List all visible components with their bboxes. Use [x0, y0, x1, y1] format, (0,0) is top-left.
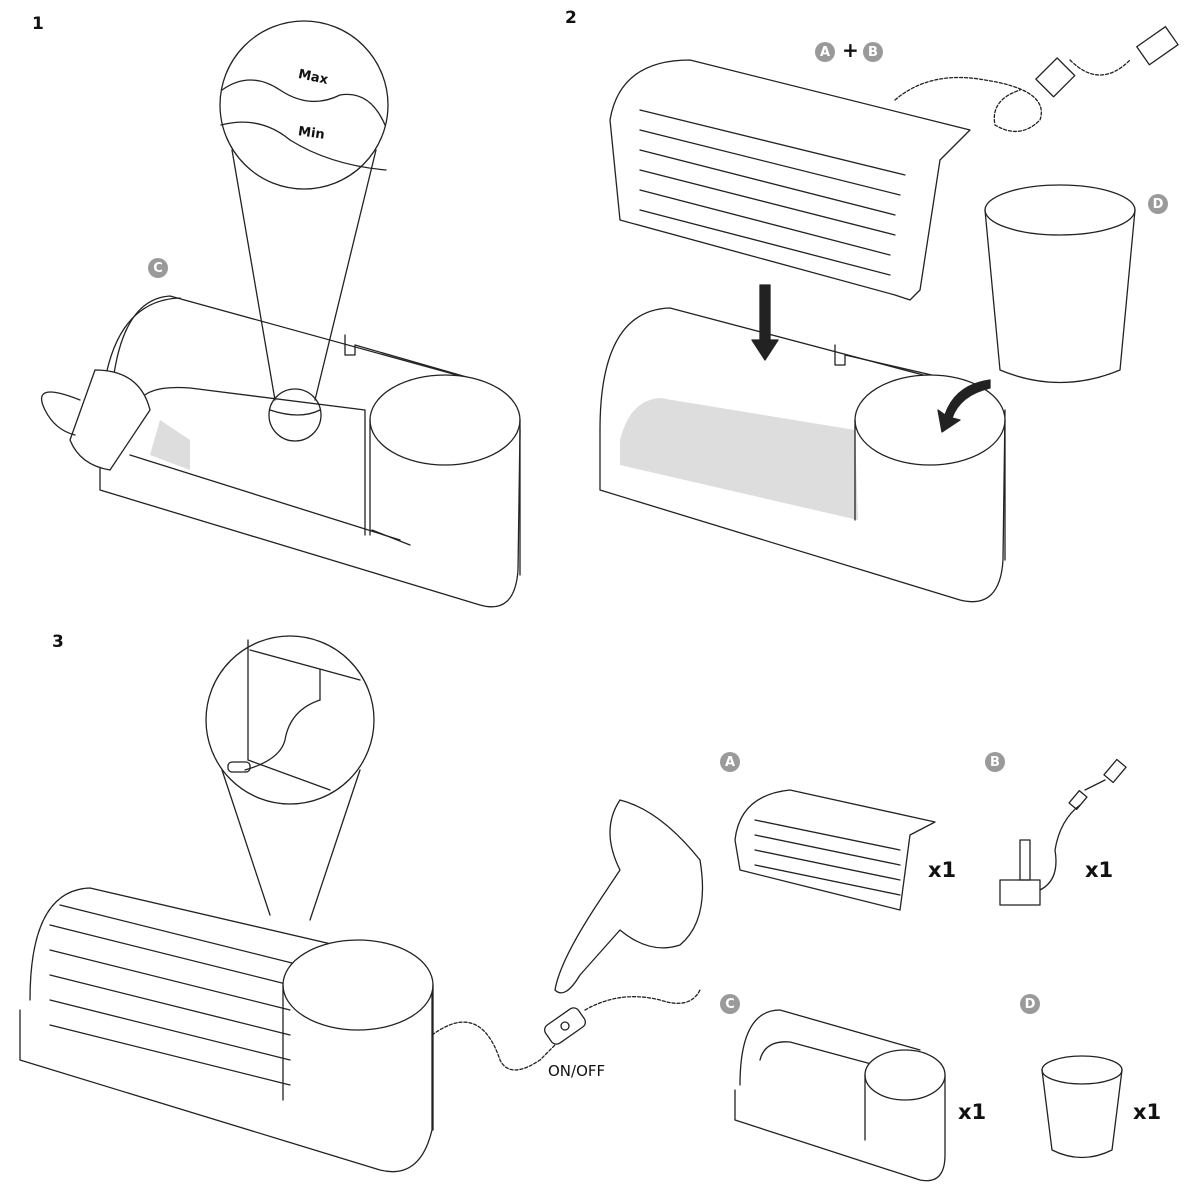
step-3-number: 3 [52, 632, 64, 652]
step3-assembled-drawing [19, 887, 434, 1173]
step2-pump-cable [894, 26, 1179, 132]
part-d-cup [1041, 1055, 1123, 1159]
plus-sign: + [842, 38, 859, 62]
step2-cup-drawing [984, 184, 1136, 384]
on-off-label: ON/OFF [548, 1062, 606, 1080]
step1-tray-drawing [99, 295, 521, 608]
step3-cable-switch [431, 989, 701, 1071]
parts-b-quantity: x1 [1085, 858, 1114, 882]
parts-a-quantity: x1 [928, 858, 957, 882]
step3-magnifier [205, 635, 375, 921]
part-c-tray [734, 1009, 946, 1182]
finger-hand-drawing [554, 799, 704, 994]
part-a-badge: A [815, 42, 835, 62]
part-a-insert [734, 789, 936, 911]
step2-insert-drawing [609, 59, 971, 301]
part-d-badge: D [1148, 194, 1168, 214]
parts-c-quantity: x1 [958, 1100, 987, 1124]
step2-tray-drawing [599, 284, 1006, 603]
step1-magnifier [219, 20, 389, 442]
step-1-number: 1 [32, 14, 44, 34]
part-b-pump [999, 758, 1127, 906]
part-b-badge: B [863, 42, 883, 62]
parts-d-quantity: x1 [1133, 1100, 1162, 1124]
step-2-number: 2 [565, 8, 577, 28]
part-c-badge: C [148, 258, 168, 278]
parts-b-badge: B [985, 752, 1005, 772]
parts-c-badge: C [720, 994, 740, 1014]
parts-d-badge: D [1020, 994, 1040, 1014]
step1-jug-drawing [40, 369, 151, 471]
parts-a-badge: A [720, 752, 740, 772]
